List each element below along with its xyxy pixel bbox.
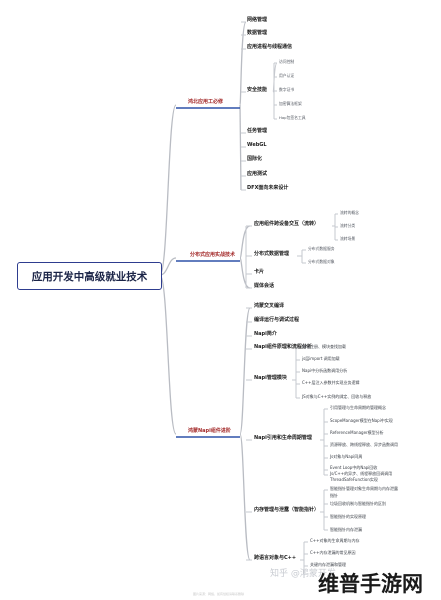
s2-node: 媒体会话 [254, 283, 275, 289]
s2-node: 卡片 [254, 269, 265, 275]
section-3: 鸿蒙Napi组件进阶 [188, 428, 231, 434]
s3-sub: C++对象的生命周期与内存 [310, 538, 360, 543]
section-2: 分布式应用实战技术 [190, 252, 236, 258]
watermark: 知乎 @鸿蒙开发 [270, 569, 336, 579]
s1-node: 安全技能 [247, 87, 268, 93]
s3-sub: 模块注册、模块查找加载 [302, 344, 346, 349]
s1-node: 数据管理 [247, 30, 268, 36]
s2-node: 应用组件跨设备交互（流转） [254, 221, 320, 227]
s2-sub: 分布式数据对象 [308, 259, 335, 264]
s1-sub: 数字证书 [279, 87, 295, 92]
s3-node: Napi组件原理和流程分析 [254, 344, 312, 350]
s3-sub: 指针 [330, 493, 338, 498]
s3-node: Napi简介 [254, 331, 277, 337]
s2-node: 分布式数据管理 [254, 251, 290, 257]
s1-node: 国际化 [247, 156, 263, 162]
s1-node: 应用测试 [247, 171, 268, 177]
image-source-note: 图片来源：网络，如有侵权请联系删除 [193, 592, 245, 596]
s3-node: 跨语言对象与C++ [254, 555, 297, 561]
site-logo: 维普手游网 [318, 572, 423, 596]
s1-node: 网络管理 [247, 17, 268, 23]
s3-sub: Js/C++的异步、线程释放回调调用 [330, 471, 393, 476]
s1-sub: Hap包签名工具 [279, 115, 306, 120]
s1-node: WebGL [247, 142, 267, 148]
s3-node: 内存管理与泄露（智能指针） [254, 507, 320, 513]
s3-sub: JS对象与C++实例的绑定、回收与释放 [302, 394, 372, 399]
s3-sub: 引用管理与生命周期的管理概念 [330, 405, 386, 410]
root-topic: 应用开发中高级就业技术 [17, 262, 162, 290]
s2-sub: 流转分类 [340, 223, 356, 228]
s2-sub: 流转的概念 [340, 210, 359, 215]
s3-sub: C++层注入参数并实现业务逻辑 [302, 380, 360, 385]
s1-node: 应用进程与线程通信 [247, 44, 293, 50]
s3-node: Napi引用和生命周期管理 [254, 435, 312, 441]
s3-sub: 智能指针的实现原理 [330, 514, 366, 519]
section-1: 鸿北应用工必修 [188, 99, 224, 105]
root-label: 应用开发中高级就业技术 [31, 270, 148, 283]
s3-sub: Event Loop中的Napi回收 [330, 465, 378, 470]
s3-sub: ReferenceManager模型分析 [330, 430, 384, 435]
s3-sub: js层import 调用加载 [302, 356, 340, 361]
s3-node: 鸿蒙交叉编译 [254, 303, 285, 309]
s1-sub: 访问控制 [279, 59, 295, 64]
s3-sub: 垃圾回收机制与智能指针的区别 [330, 501, 386, 506]
s1-sub: 用户认证 [279, 73, 295, 78]
s3-sub: Napi中分析函数调用分析 [302, 368, 348, 373]
s3-node: Napi管理模块 [254, 375, 287, 381]
s3-sub: ScopeManager模型在Napi中实现 [330, 418, 393, 423]
s1-node: 任务管理 [247, 128, 268, 134]
s3-sub: C++内存泄漏的常见原因 [310, 550, 356, 555]
s1-sub: 加密算法框架 [279, 101, 302, 106]
s3-sub: 关键内存泄漏和管理 [310, 562, 346, 567]
s3-sub: Js对象与Napi同周 [330, 454, 363, 459]
s2-sub: 流转场景 [340, 236, 356, 241]
s3-sub: 智能指针内存泄漏 [330, 527, 362, 532]
s1-node: DFX面向未来设计 [247, 185, 289, 191]
s3-sub: 智能指针管理对象生命周期与内存泄露 [330, 486, 398, 491]
s3-sub: 资源释放、跨线程释放、异步函数调用 [330, 442, 398, 447]
s3-node: 编译运行与调试过程 [254, 317, 300, 323]
s2-sub: 分布式数据服务 [308, 246, 335, 251]
s3-sub: ThreadSafeFunction实现 [330, 477, 378, 482]
